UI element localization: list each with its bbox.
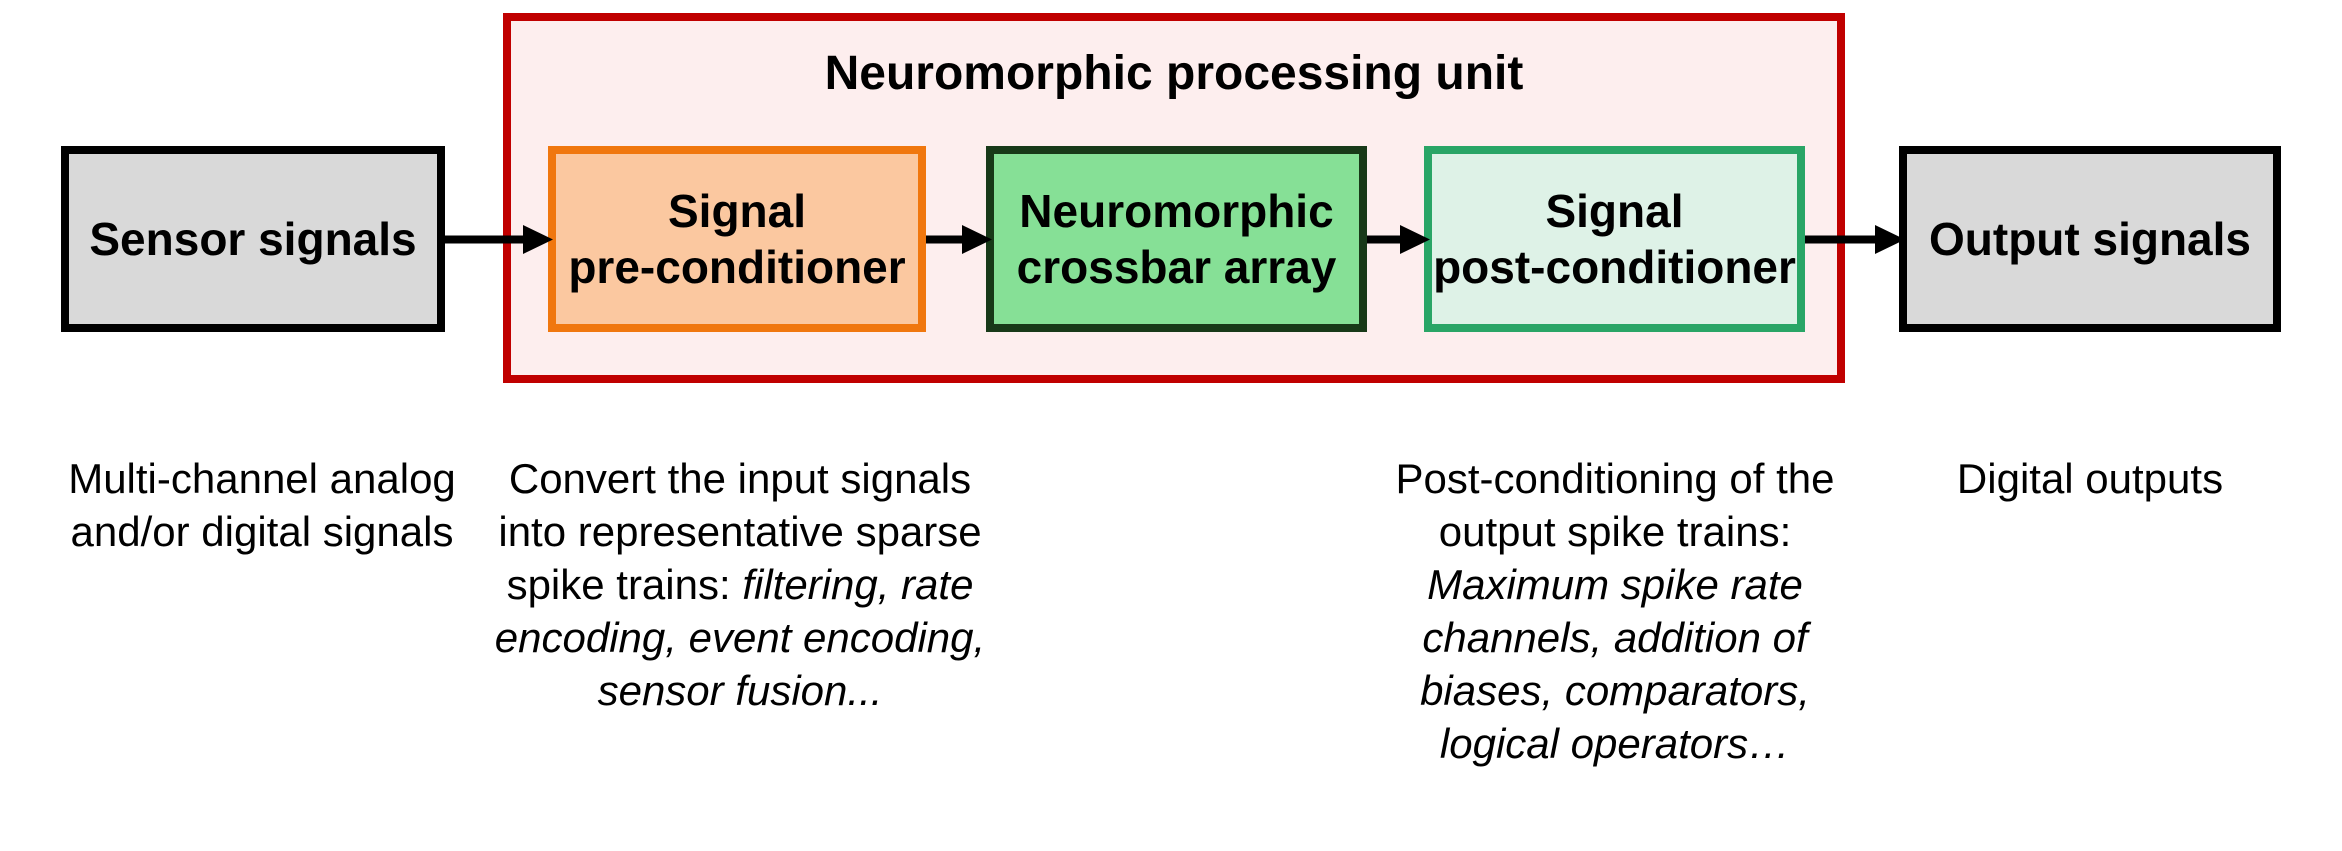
- sensor-signals-box: Sensor signals: [61, 146, 445, 332]
- output-signals-label: Output signals: [1929, 213, 2251, 265]
- caption-output-signals: Digital outputs: [1956, 455, 2224, 502]
- sensor-signals-label: Sensor signals: [89, 213, 417, 265]
- npu-title: Neuromorphic processing unit: [824, 47, 1524, 100]
- output-signals-box: Output signals: [1899, 146, 2281, 332]
